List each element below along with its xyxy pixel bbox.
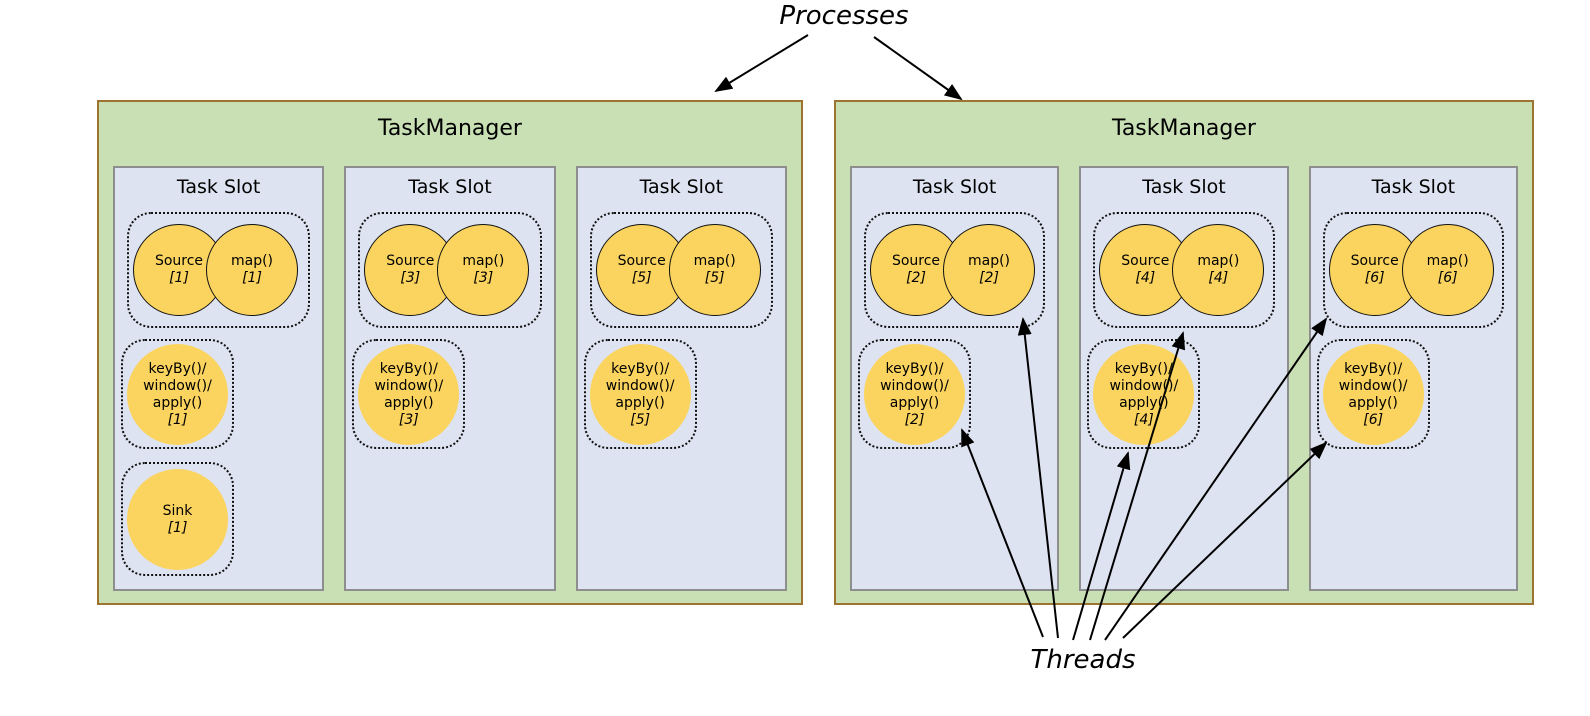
task-slot: Task Slot Source [2] map() [2] keyBy()/ … [850, 166, 1060, 591]
operator-label: map() [1197, 253, 1240, 269]
taskmanager-left-slots: Task Slot Source [1] map() [1] keyBy()/ … [113, 166, 787, 591]
operator-index: [3] [473, 270, 494, 286]
task-slot: Task Slot Source [4] map() [4] keyBy()/ … [1079, 166, 1289, 591]
task-slot-title: Task Slot [912, 176, 997, 198]
operator-label: apply() [615, 394, 665, 411]
operator-index: [5] [631, 270, 652, 286]
sink-operator: Sink [1] [127, 469, 228, 570]
source-map-task-group: Source [6] map() [6] [1322, 212, 1504, 328]
operator-label: Source [617, 253, 666, 269]
operator-label: map() [1426, 253, 1469, 269]
task-slot: Task Slot Source [6] map() [6] keyBy()/ … [1308, 166, 1518, 591]
task-slot-title: Task Slot [408, 176, 492, 198]
operator-index: [4] [1133, 411, 1154, 428]
task-slot-title: Task Slot [639, 176, 724, 198]
operator-index: [3] [398, 411, 419, 428]
operator-index: [5] [704, 270, 725, 286]
map-operator: map() [2] [943, 224, 1035, 316]
map-operator: map() [4] [1172, 224, 1265, 316]
map-operator: map() [6] [1401, 224, 1494, 316]
source-map-task-group: Source [1] map() [1] [127, 212, 311, 328]
operator-index: [6] [1437, 270, 1458, 286]
keyby-operator: keyBy()/ window()/ apply() [6] [1322, 344, 1424, 445]
operator-index: [1] [167, 411, 188, 428]
keyby-operator: keyBy()/ window()/ apply() [3] [358, 344, 460, 445]
taskmanager-right-slots: Task Slot Source [2] map() [2] keyBy()/ … [850, 166, 1518, 591]
keyby-task-group: keyBy()/ window()/ apply() [3] [352, 339, 466, 449]
taskmanager-right: TaskManager Task Slot Source [2] map() [… [834, 100, 1534, 605]
operator-label: window()/ [605, 377, 675, 394]
keyby-task-group: keyBy()/ window()/ apply() [4] [1087, 339, 1201, 449]
keyby-operator: keyBy()/ window()/ apply() [2] [864, 344, 965, 445]
task-slot-title: Task Slot [176, 176, 261, 198]
operator-label: map() [462, 253, 505, 269]
operator-label: keyBy()/ [1114, 360, 1173, 377]
operator-index: [2] [979, 270, 999, 286]
operator-index: [4] [1135, 270, 1156, 286]
keyby-task-group: keyBy()/ window()/ apply() [2] [858, 339, 971, 449]
arrow-processes-to-right-taskmanager [873, 36, 963, 101]
keyby-task-group: keyBy()/ window()/ apply() [6] [1316, 339, 1430, 449]
source-map-task-group: Source [5] map() [5] [589, 212, 773, 328]
operator-index: [2] [906, 270, 926, 286]
operator-label: Sink [162, 502, 193, 519]
operator-label: keyBy()/ [611, 360, 670, 377]
taskmanager-right-title: TaskManager [1112, 116, 1256, 141]
operator-label: apply() [152, 394, 203, 411]
map-operator: map() [1] [206, 224, 298, 316]
keyby-task-group: keyBy()/ window()/ apply() [1] [121, 339, 234, 449]
operator-label: keyBy()/ [885, 360, 944, 377]
keyby-operator: keyBy()/ window()/ apply() [4] [1093, 344, 1195, 445]
operator-label: apply() [1348, 394, 1398, 411]
operator-label: apply() [1119, 394, 1169, 411]
operator-index: [4] [1208, 270, 1229, 286]
operator-label: keyBy()/ [148, 360, 207, 377]
operator-label: map() [967, 253, 1011, 269]
sink-task-group: Sink [1] [121, 462, 234, 576]
operator-label: map() [693, 253, 736, 269]
operator-label: window()/ [1109, 377, 1179, 394]
processes-label: Processes [779, 1, 909, 31]
operator-index: [1] [242, 270, 262, 286]
operator-label: map() [230, 253, 274, 269]
operator-label: apply() [889, 394, 940, 411]
operator-label: window()/ [143, 377, 212, 394]
threads-label: Threads [1030, 645, 1136, 675]
task-slot-title: Task Slot [1371, 176, 1456, 198]
operator-label: keyBy()/ [379, 360, 438, 377]
keyby-operator: keyBy()/ window()/ apply() [1] [127, 344, 228, 445]
task-slot: Task Slot Source [5] map() [5] keyBy()/ … [575, 166, 787, 591]
operator-label: Source [1121, 253, 1170, 269]
operator-index: [2] [904, 411, 925, 428]
operator-index: [1] [167, 519, 188, 536]
operator-label: window()/ [880, 377, 949, 394]
operator-index: [6] [1364, 270, 1385, 286]
operator-label: window()/ [1338, 377, 1408, 394]
operator-index: [6] [1363, 411, 1384, 428]
operator-label: apply() [384, 394, 434, 411]
taskmanager-left: TaskManager Task Slot Source [1] map() [… [97, 100, 803, 605]
taskmanager-left-title: TaskManager [378, 116, 522, 141]
keyby-task-group: keyBy()/ window()/ apply() [5] [583, 339, 697, 449]
task-slot: Task Slot Source [1] map() [1] keyBy()/ … [113, 166, 325, 591]
source-operator: Source [5] [595, 224, 688, 316]
operator-label: Source [891, 253, 941, 269]
source-map-task-group: Source [3] map() [3] [358, 212, 542, 328]
operator-label: window()/ [374, 377, 444, 394]
arrow-processes-to-left-taskmanager [714, 34, 809, 93]
operator-index: [3] [400, 270, 421, 286]
operator-index: [1] [169, 270, 189, 286]
operator-label: keyBy()/ [1344, 360, 1403, 377]
source-map-task-group: Source [4] map() [4] [1093, 212, 1275, 328]
task-slot-title: Task Slot [1142, 176, 1226, 198]
keyby-operator: keyBy()/ window()/ apply() [5] [589, 344, 691, 445]
map-operator: map() [5] [668, 224, 761, 316]
operator-label: Source [154, 253, 204, 269]
operator-label: Source [1350, 253, 1399, 269]
task-slot: Task Slot Source [3] map() [3] keyBy()/ … [344, 166, 556, 591]
operator-label: Source [386, 253, 435, 269]
operator-index: [5] [630, 411, 651, 428]
map-operator: map() [3] [437, 224, 530, 316]
source-map-task-group: Source [2] map() [2] [864, 212, 1046, 328]
